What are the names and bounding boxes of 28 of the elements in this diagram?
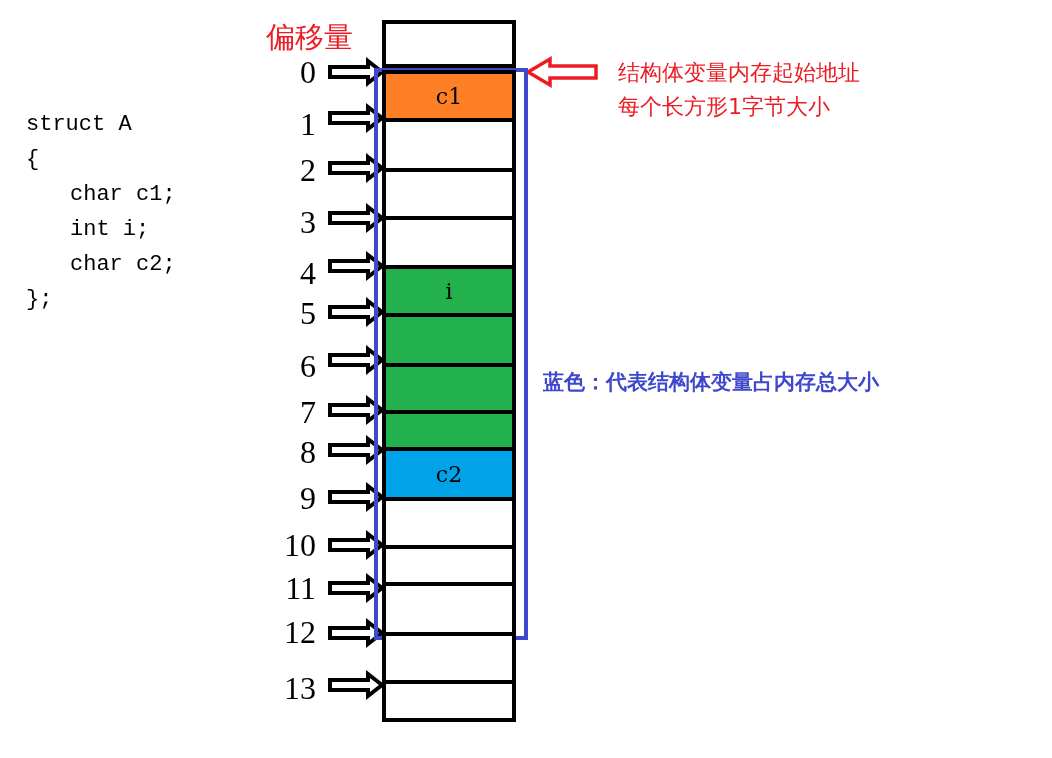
field-label: i [445, 278, 453, 304]
code-line: char c2; [69, 252, 176, 277]
offset-number: 9 [258, 480, 330, 516]
offset-number: 8 [258, 434, 330, 470]
offset-number: 6 [258, 348, 330, 384]
axis-heading: 偏移量 [266, 19, 353, 56]
memory-cell [382, 20, 516, 68]
offset-number: 3 [258, 204, 330, 240]
offset-number: 13 [258, 670, 330, 706]
field-label: c1 [435, 83, 463, 109]
offset-number: 11 [258, 570, 330, 606]
code-line: { [26, 147, 40, 172]
offset-number: 7 [258, 394, 330, 430]
offset-number: 10 [258, 527, 330, 563]
code-line: struct A [26, 112, 132, 137]
offset-number: 1 [258, 106, 330, 142]
offset-number: 12 [258, 614, 330, 650]
code-line: }; [26, 287, 53, 312]
offset-number: 0 [258, 54, 330, 90]
field-label: c2 [435, 461, 463, 487]
annotation-text: 蓝色：代表结构体变量占内存总大小 [543, 369, 879, 396]
offset-number: 4 [258, 255, 330, 291]
annotation-text: 每个长方形1字节大小 [618, 93, 831, 121]
offset-number: 5 [258, 295, 330, 331]
offset-number: 2 [258, 152, 330, 188]
annotation-text: 结构体变量内存起始地址 [618, 59, 861, 87]
code-line: char c1; [69, 182, 176, 207]
code-line: int i; [69, 217, 150, 242]
